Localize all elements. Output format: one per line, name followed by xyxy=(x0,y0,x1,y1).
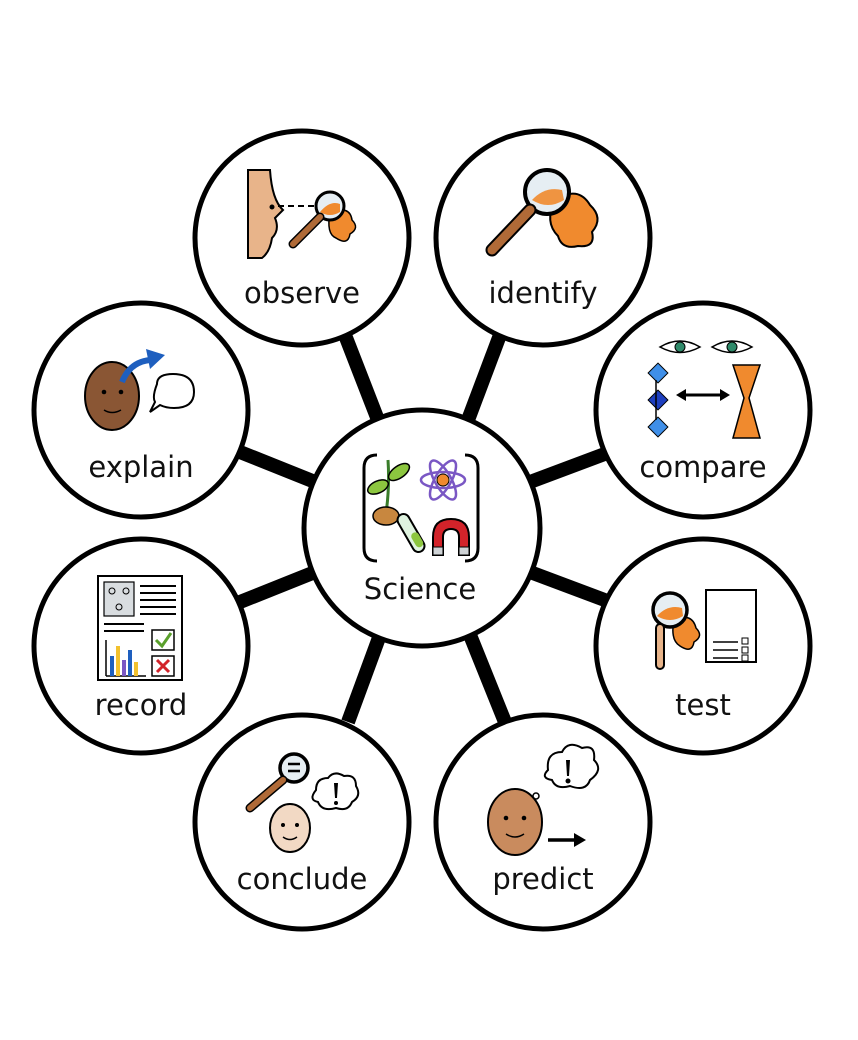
connector-test xyxy=(527,565,613,609)
connector-compare xyxy=(527,445,613,489)
node-compare-label: compare xyxy=(639,450,766,484)
compare-icon xyxy=(647,340,762,439)
connector-conclude xyxy=(341,632,387,725)
connector-record xyxy=(237,565,318,609)
record-icon xyxy=(97,575,183,681)
node-explain-circle[interactable] xyxy=(31,300,251,520)
node-test-label: test xyxy=(675,688,731,722)
connector-explain xyxy=(237,445,318,489)
node-observe-label: observe xyxy=(244,276,360,310)
center-label: Science xyxy=(364,572,476,606)
node-identify-circle[interactable] xyxy=(433,128,653,348)
test-icon xyxy=(651,589,757,670)
node-predict-label: predict xyxy=(492,862,593,896)
connector-identify xyxy=(461,332,507,423)
science-icon xyxy=(362,453,480,563)
connector-observe xyxy=(338,332,385,423)
node-identify-label: identify xyxy=(489,276,598,310)
connectors xyxy=(237,332,613,725)
node-compare-circle[interactable] xyxy=(593,300,813,520)
connector-predict xyxy=(463,632,512,725)
conclude-icon xyxy=(245,752,360,853)
node-explain-label: explain xyxy=(88,450,193,484)
node-record-label: record xyxy=(95,688,188,722)
identify-icon xyxy=(485,168,599,257)
center-circle[interactable] xyxy=(301,407,543,649)
explain-icon xyxy=(84,349,196,431)
observe-icon xyxy=(247,169,357,259)
predict-icon xyxy=(487,743,600,856)
node-conclude-label: conclude xyxy=(237,862,368,896)
